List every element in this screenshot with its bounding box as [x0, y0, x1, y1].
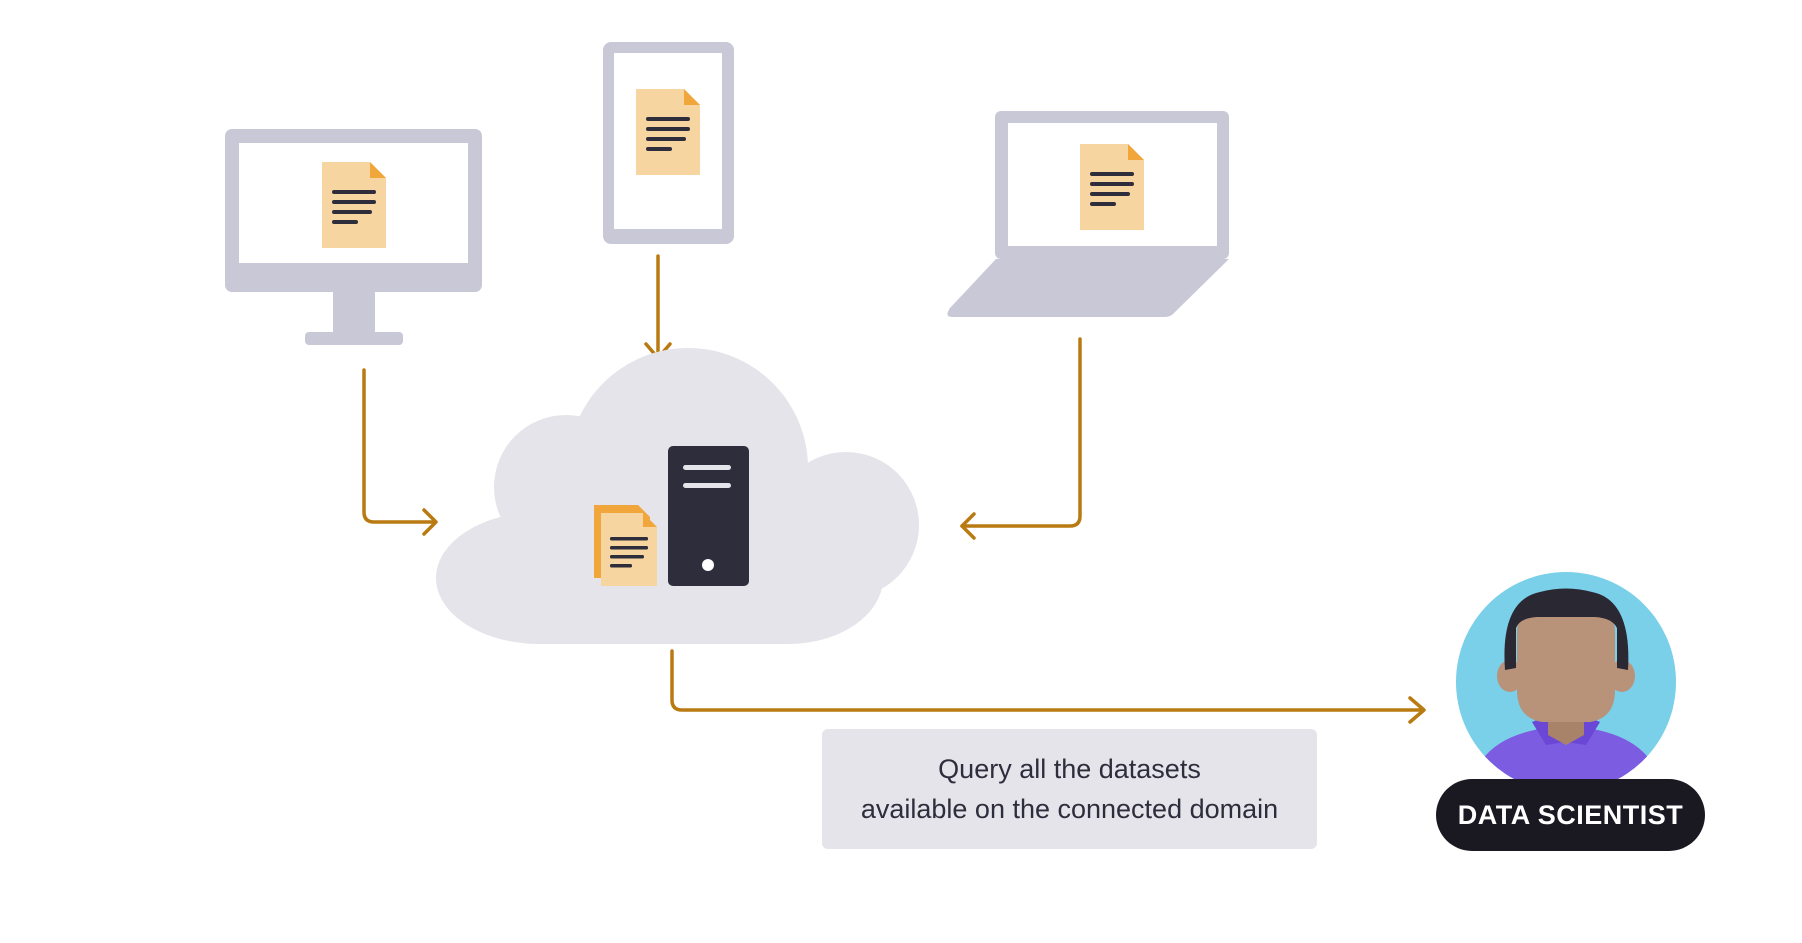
arrowhead-desktop — [422, 508, 438, 536]
role-badge: DATA SCIENTIST — [1436, 779, 1705, 851]
role-label: DATA SCIENTIST — [1457, 799, 1684, 830]
document-icon — [636, 89, 700, 175]
arrow-cloud-to-scientist — [670, 649, 1424, 712]
data-scientist-avatar-icon — [1456, 572, 1676, 792]
server-icon — [668, 446, 749, 586]
document-icon — [322, 162, 386, 248]
mobile-phone-icon — [603, 42, 734, 244]
query-caption: Query all the datasets available on the … — [822, 729, 1317, 849]
laptop-icon — [947, 111, 1229, 317]
arrowhead-laptop — [960, 512, 976, 540]
stacked-documents-icon — [594, 505, 657, 586]
arrowhead-scientist — [1408, 696, 1426, 724]
document-icon — [1080, 144, 1144, 230]
arrow-laptop-to-cloud — [960, 337, 1082, 528]
desktop-monitor-icon — [225, 129, 482, 345]
caption-line-2: available on the connected domain — [860, 794, 1279, 824]
arrow-desktop-to-cloud — [362, 368, 436, 524]
data-flow-arrows — [362, 254, 1426, 724]
caption-line-1: Query all the datasets — [938, 754, 1201, 784]
